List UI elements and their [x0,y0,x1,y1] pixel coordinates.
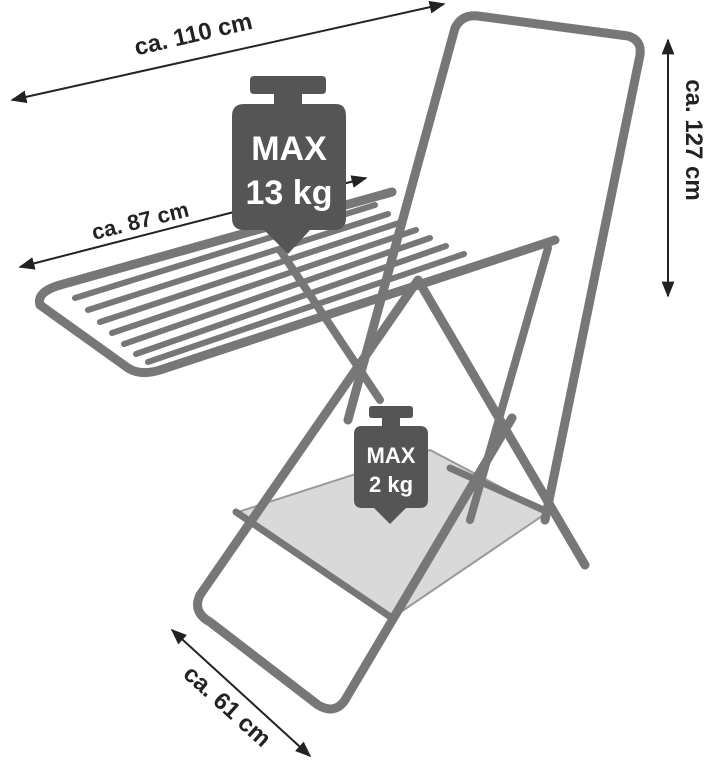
label-width-total: ca. 110 cm [132,8,255,61]
label-width-wing: ca. 87 cm [89,197,191,245]
weight-top-line1: MAX [251,130,327,168]
wing-outline [34,187,560,378]
front-leg-left [195,275,590,600]
bottom-frame-loop [193,413,517,714]
weight-tag-shelf: MAX 2 kg [354,406,428,524]
back-frame-loop [343,11,645,525]
weight-shelf-line2: 2 kg [369,472,413,497]
label-depth: ca. 61 cm [178,660,276,752]
weight-icon-top [232,76,346,254]
diagonal-brace [276,246,384,404]
shelf-crossbar [232,508,396,622]
weight-top-line2: 13 kg [246,174,333,212]
label-height: ca. 127 cm [680,79,707,200]
shelf-crossbar-back [446,464,552,516]
weight-shelf-line1: MAX [367,443,416,468]
right-leg [466,244,552,524]
weight-tag-top: MAX 13 kg [232,76,346,254]
dim-arrow-depth [170,628,312,758]
weight-icon-shelf [354,406,428,524]
dim-arrow-width-total [10,0,446,104]
rack-frame [34,11,645,714]
